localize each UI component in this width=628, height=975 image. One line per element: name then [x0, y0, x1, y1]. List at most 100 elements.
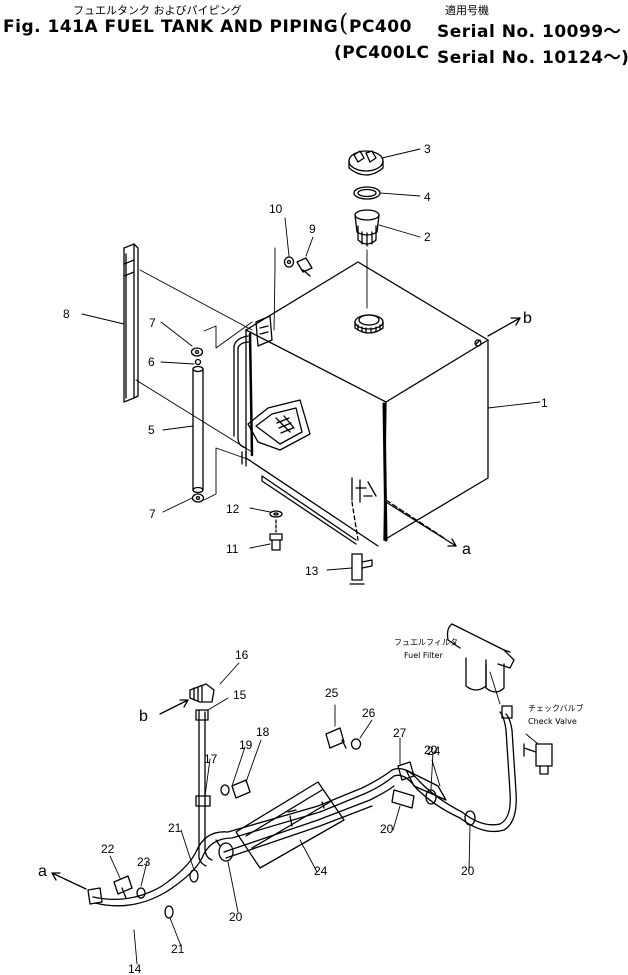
callout-2: 2	[424, 230, 431, 244]
serial-pc400lc: Serial No. 10124～)	[437, 48, 628, 68]
part-8-bracket	[123, 243, 139, 403]
connector-b-top: b	[523, 310, 532, 327]
part-17-clamp	[195, 795, 211, 807]
callout-26: 26	[362, 706, 376, 720]
callout-25: 25	[325, 686, 339, 700]
connector-a-top: a	[462, 541, 471, 558]
callout-21-a: 21	[168, 821, 182, 835]
callout-24-a: 24	[314, 864, 328, 878]
figure-title: Fig. 141A FUEL TANK AND PIPING	[3, 17, 339, 37]
part-25-bolt	[325, 727, 347, 749]
tank-front-face-edges	[245, 329, 379, 547]
callout-leaders	[81, 148, 541, 965]
callout-12: 12	[226, 502, 240, 516]
sight-gauge-tube	[233, 335, 251, 467]
part-14-nut	[87, 887, 103, 905]
tank-side-face-edges	[383, 339, 489, 541]
part-24-protector-b	[405, 769, 447, 801]
part-21-clamp-b	[164, 905, 174, 919]
check-valve-label-en: Check Valve	[528, 717, 577, 726]
model-pc400lc: (PC400LC	[334, 43, 430, 63]
callout-20-b: 20	[380, 822, 394, 836]
callout-6: 6	[148, 355, 155, 369]
title-japanese: フュエルタンク およびパイピング	[73, 4, 242, 17]
callout-7-bottom: 7	[149, 507, 156, 521]
part-4-gasket	[353, 186, 381, 200]
part-6-washer	[194, 358, 202, 366]
part-18-bolt	[231, 779, 251, 799]
callout-13: 13	[305, 564, 319, 578]
part-3-filler-cap	[348, 150, 384, 176]
part-12-washer	[269, 510, 283, 518]
connector-arrows	[51, 317, 521, 890]
fuel-pipe-parallel	[223, 785, 395, 859]
part-19-washer	[220, 784, 230, 796]
callout-4: 4	[424, 190, 431, 204]
part-23-washer	[136, 887, 146, 899]
callout-18: 18	[256, 725, 270, 739]
connector-b-bottom: b	[139, 708, 148, 725]
tank-b-port-hole	[474, 339, 482, 347]
applicable-label-japanese: 適用号機	[445, 4, 489, 17]
callout-16: 16	[235, 648, 249, 662]
callout-15: 15	[233, 688, 247, 702]
part-20-clamp-b	[391, 789, 415, 809]
open-paren: (	[339, 9, 349, 37]
part-20-clamp-a	[215, 839, 234, 862]
part-5-rod	[192, 365, 204, 494]
connector-a-bottom: a	[38, 863, 47, 880]
tank-side-bracket	[247, 315, 311, 451]
part-22-bolt	[113, 875, 133, 899]
callout-17: 17	[204, 752, 218, 766]
part-15-nut	[195, 709, 209, 721]
callout-7-top: 7	[149, 316, 156, 330]
fuel-filter-label-en: Fuel Filter	[404, 651, 443, 660]
tank-corner-edge	[382, 402, 388, 542]
part-24-protector-a	[235, 781, 345, 869]
part-11-bolt	[269, 519, 283, 551]
callout-14: 14	[128, 962, 142, 975]
callout-20-a: 20	[229, 910, 243, 924]
fuel-pipe-main	[92, 711, 517, 907]
callout-21-b: 21	[171, 942, 185, 956]
callout-10: 10	[269, 202, 283, 216]
figure-header: フュエルタンク およびパイピング 適用号機 Fig. 141A FUEL TAN…	[0, 0, 628, 70]
filter-outlet-fitting	[501, 705, 513, 719]
check-valve	[523, 743, 553, 775]
check-valve-label-jp: チェックバルブ	[528, 703, 584, 713]
part-27-clamp	[397, 761, 415, 781]
callout-3: 3	[424, 142, 431, 156]
fuel-tank	[233, 261, 489, 547]
tank-filler-neck	[354, 314, 384, 334]
fuel-filter-label-jp: フュエルフィルタ	[394, 638, 458, 647]
callout-27: 27	[393, 726, 407, 740]
part-20-clamp-c	[464, 810, 476, 826]
model-pc400: PC400	[349, 17, 412, 37]
callout-labels: 1 2 3 4 5 6 7 7 8 9 10 11 12 13 14 15 16…	[38, 142, 584, 975]
part-7-nut-bottom	[191, 493, 205, 503]
fuel-filter	[446, 623, 515, 693]
callout-9: 9	[309, 222, 316, 236]
callout-24-b: 24	[427, 744, 441, 758]
callout-8: 8	[63, 307, 70, 321]
callout-11: 11	[226, 542, 239, 556]
callout-5: 5	[148, 423, 155, 437]
fuel-pipe-to-b	[198, 709, 213, 867]
pipe-clamp-tabs	[287, 801, 325, 827]
callout-20-d: 20	[424, 743, 438, 757]
callout-1: 1	[541, 396, 548, 410]
serial-pc400: Serial No. 10099～	[437, 22, 622, 42]
part-2-strainer	[354, 209, 380, 247]
part-13-drain-cock	[349, 553, 373, 585]
callout-20-c: 20	[461, 864, 475, 878]
part-10-washer	[283, 256, 295, 268]
callout-23: 23	[137, 855, 151, 869]
part-9-bolt	[296, 257, 313, 277]
part-21-clamp-a	[189, 869, 199, 883]
part-7-nut-top	[190, 347, 204, 357]
tank-leaders	[135, 247, 276, 501]
callout-19: 19	[239, 738, 253, 752]
part-26-washer	[350, 738, 362, 750]
tank-left-edge-thick	[248, 332, 254, 457]
part-16-elbow	[189, 683, 215, 703]
